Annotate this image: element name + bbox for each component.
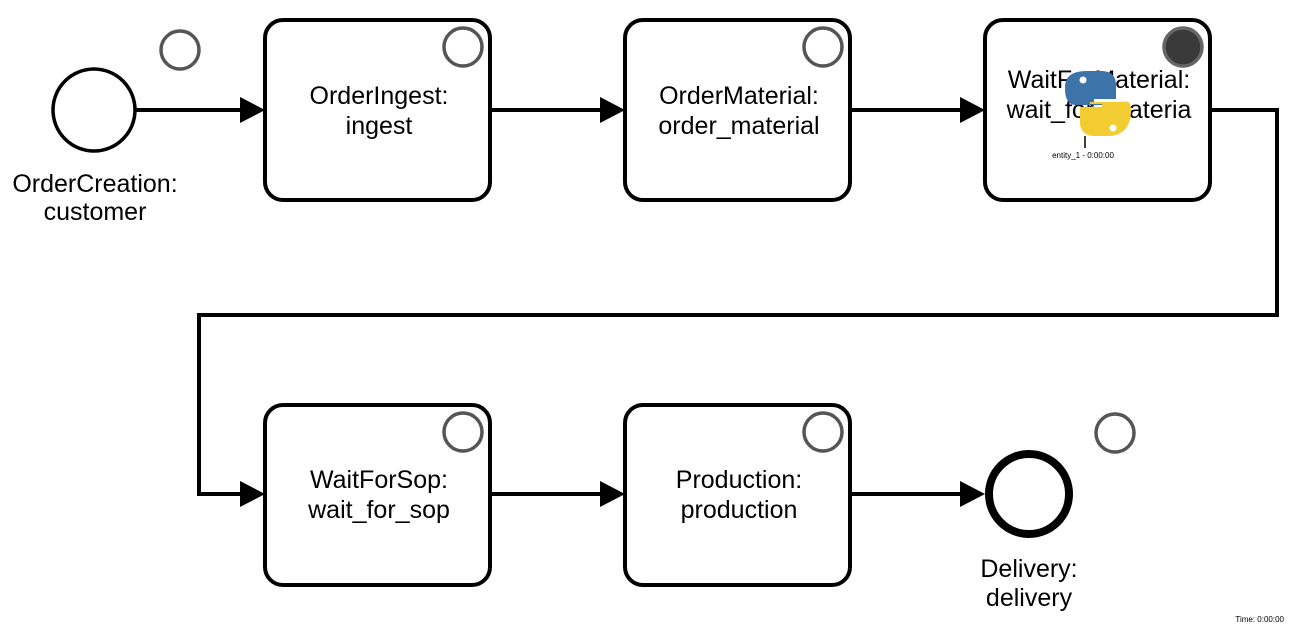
task-box [263, 18, 492, 202]
task-box [623, 403, 852, 587]
entity-label: entity_1 - 0:00:00 [1052, 151, 1114, 160]
arrowhead [600, 481, 625, 507]
task-label-line1: Production: [676, 466, 802, 494]
status-indicator-icon [442, 26, 484, 68]
node-label-line2: delivery [986, 584, 1073, 612]
node-label-line1: Delivery: [980, 555, 1077, 583]
task-label-line2: production [681, 496, 798, 524]
task-production[interactable]: Production: production [623, 403, 852, 587]
time-readout: Time: 0:00:00 [1235, 615, 1284, 624]
task-order-ingest[interactable]: OrderIngest: ingest [263, 18, 492, 202]
task-label-line2: wait_for_sop [307, 496, 450, 524]
arrowhead [600, 97, 625, 123]
arrowhead [240, 97, 265, 123]
status-indicator-active-icon [1162, 26, 1204, 68]
node-label-line2: customer [44, 198, 147, 226]
status-indicator-icon [802, 26, 844, 68]
task-label-line1: OrderMaterial: [659, 82, 819, 110]
python-logo-icon [1065, 71, 1131, 136]
node-label-line1: OrderCreation: [12, 170, 177, 198]
status-indicator-icon [159, 29, 201, 71]
end-event-delivery[interactable]: Delivery: delivery [980, 412, 1136, 612]
status-indicator-icon [1094, 412, 1136, 454]
start-event-order-creation[interactable]: OrderCreation: customer [12, 29, 201, 226]
start-event-circle [51, 67, 137, 153]
arrowhead [960, 481, 985, 507]
status-indicator-icon [442, 411, 484, 453]
entity-token[interactable]: entity_1 - 0:00:00 [1052, 71, 1131, 160]
flow-wait-material-to-wait-sop [197, 108, 1279, 496]
arrowhead [960, 97, 985, 123]
task-wait-for-material[interactable]: WaitForMaterial: wait_for_materia entity… [983, 18, 1212, 202]
status-indicator-icon [802, 411, 844, 453]
task-box [623, 18, 852, 202]
task-label-line2: order_material [658, 112, 819, 140]
arrowhead [240, 481, 265, 507]
task-label-line1: OrderIngest: [310, 82, 449, 110]
task-label-line1: WaitForSop: [310, 466, 448, 494]
end-event-circle [985, 450, 1073, 538]
task-label-line2: ingest [346, 112, 413, 140]
task-order-material[interactable]: OrderMaterial: order_material [623, 18, 852, 202]
task-wait-for-sop[interactable]: WaitForSop: wait_for_sop [263, 403, 492, 587]
task-box [263, 403, 492, 587]
sequence-flows [135, 97, 1279, 507]
